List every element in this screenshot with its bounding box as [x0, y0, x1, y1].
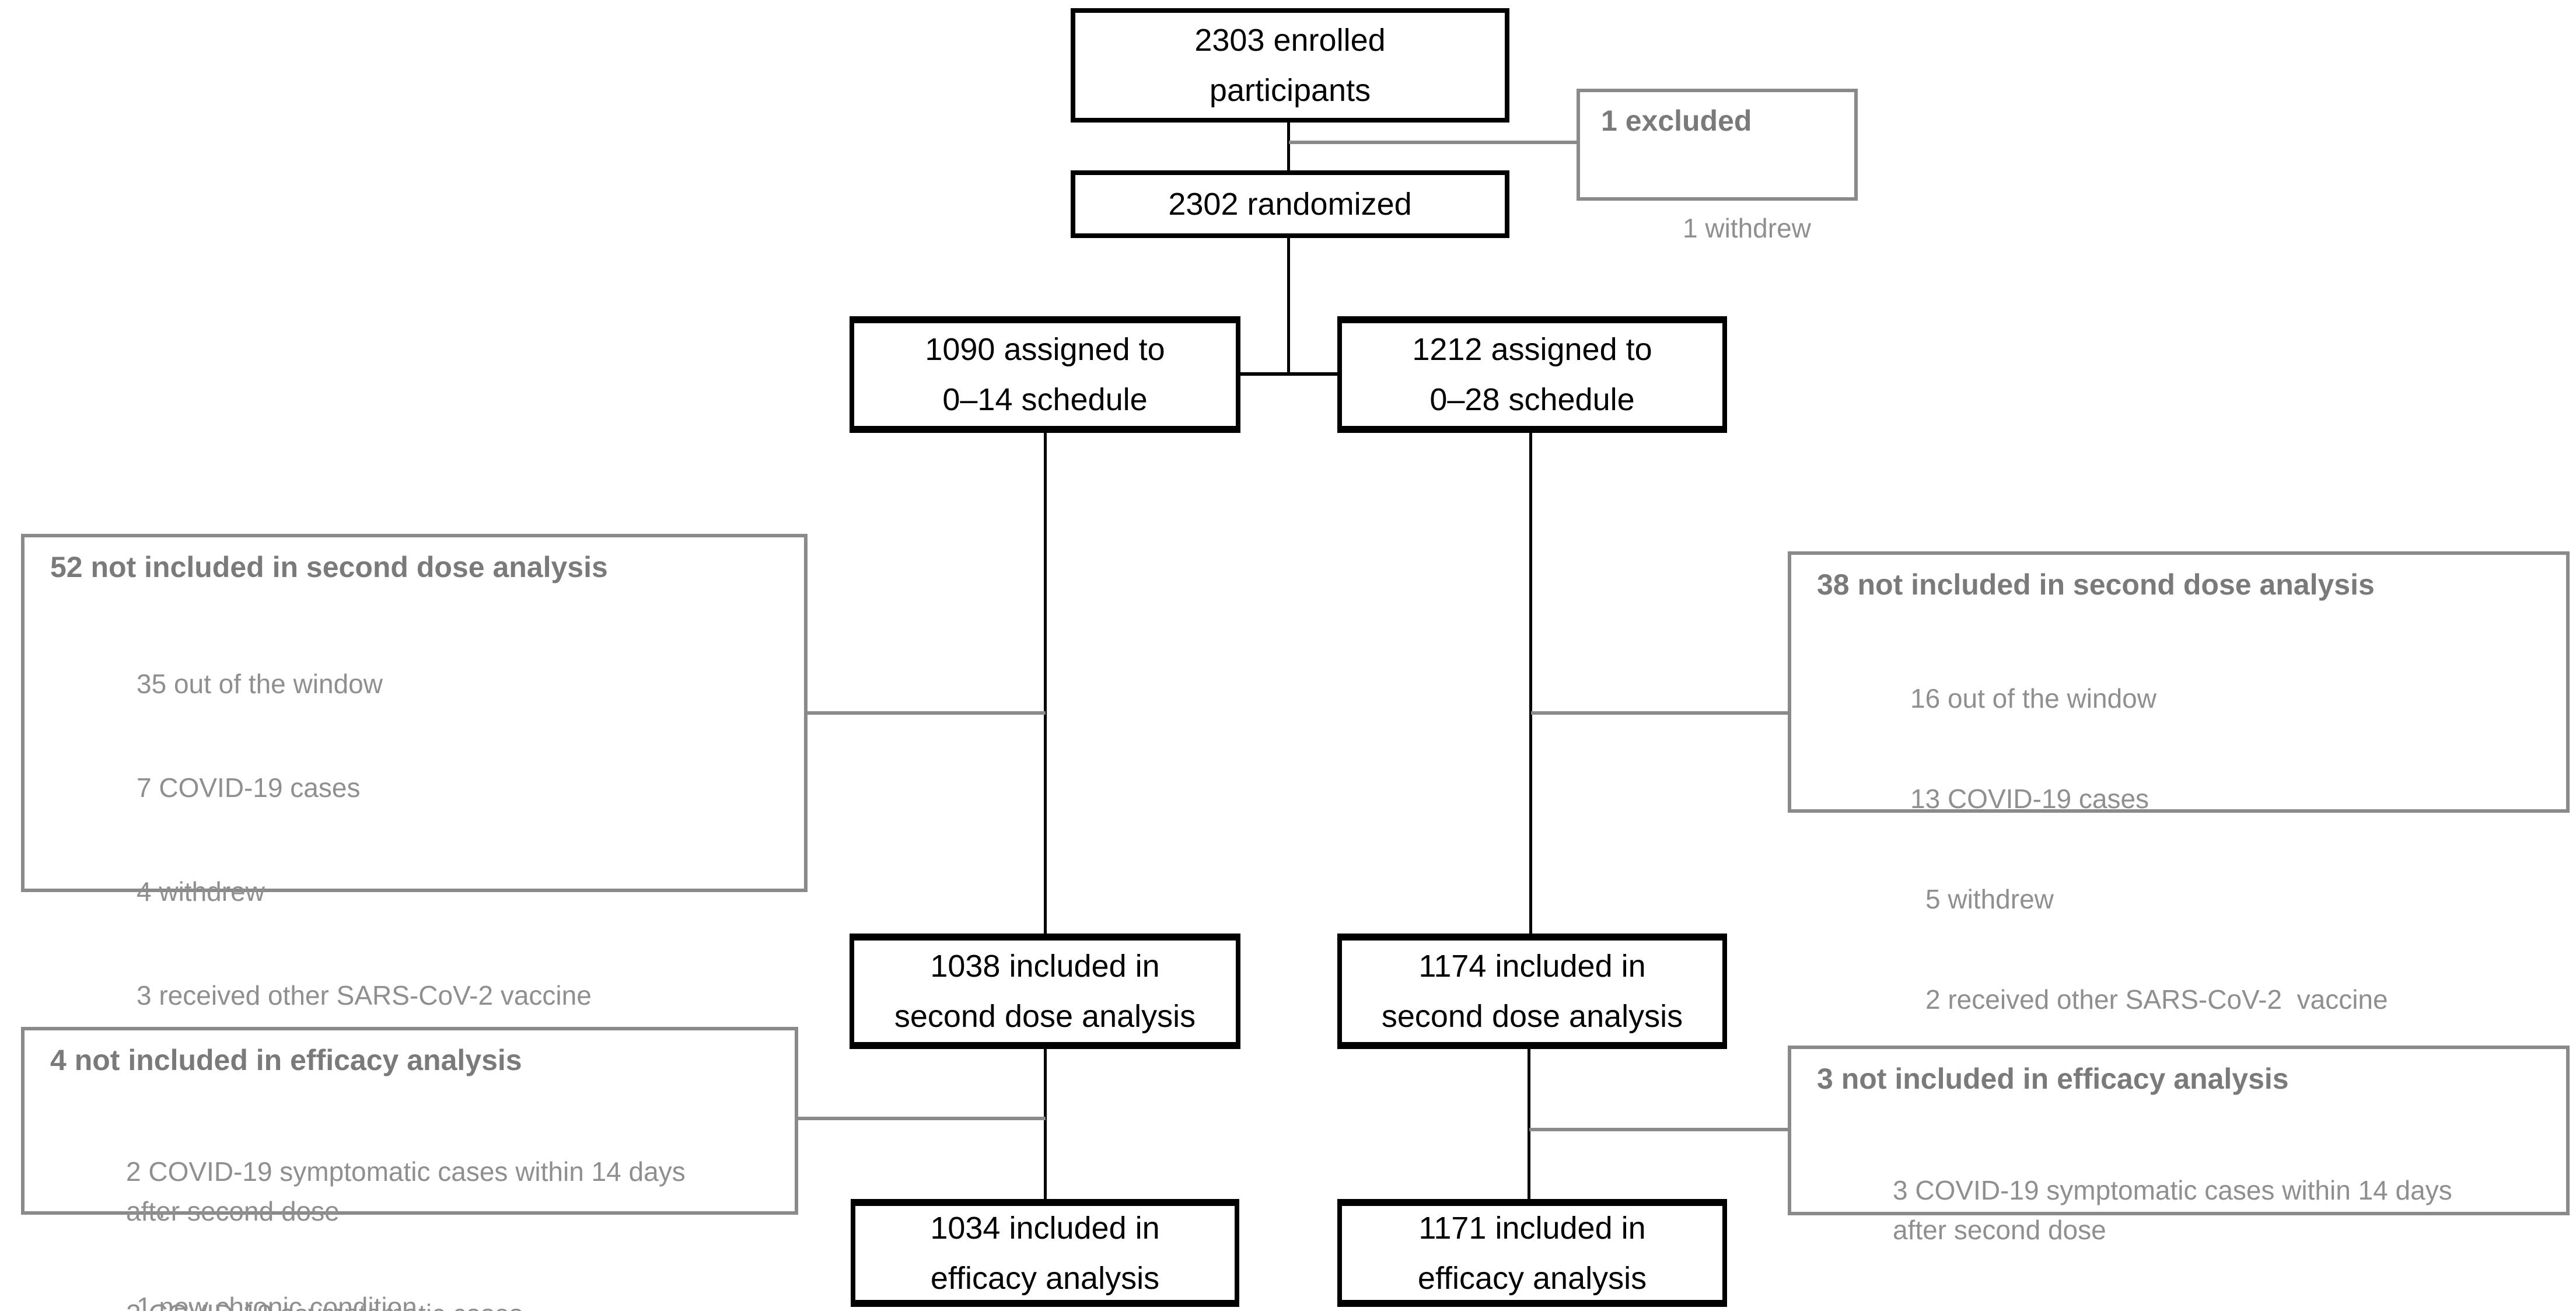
connector-to-not-second-dose28-box	[1531, 711, 1789, 715]
box-efficacy-0-28-text: 1171 included in efficacy analysis	[1417, 1210, 1647, 1296]
exclusion-item: 2 COVID-19 symptomatic cases within 14 d…	[126, 1156, 686, 1226]
not-second-dose-0-14-title: 52 not included in second dose analysis	[50, 551, 608, 583]
box-efficacy-0-28: 1171 included in efficacy analysis	[1337, 1199, 1727, 1307]
connector-dose14-to-efficacy14	[1044, 1047, 1047, 1200]
box-efficacy-0-14-text: 1034 included in efficacy analysis	[930, 1210, 1160, 1296]
box-excluded: 1 excluded 1 withdrew	[1577, 89, 1858, 243]
exclusion-item: 1 new chronic condition	[137, 1292, 417, 1311]
box-not-efficacy-0-14: 4 not included in efficacy analysis 2 CO…	[21, 1027, 798, 1311]
exclusion-item: 1 withdrew	[1683, 213, 1811, 243]
box-not-efficacy-0-28: 3 not included in efficacy analysis 3 CO…	[1788, 1046, 2570, 1245]
box-second-dose-0-14-text: 1038 included in second dose analysis	[894, 949, 1196, 1034]
box-assigned-0-28: 1212 assigned to 0–28 schedule	[1337, 316, 1727, 433]
not-efficacy-0-14-title: 4 not included in efficacy analysis	[50, 1044, 522, 1076]
box-randomized: 2302 randomized	[1071, 170, 1509, 238]
exclusion-item: 35 out of the window	[137, 669, 383, 699]
box-second-dose-0-28: 1174 included in second dose analysis	[1337, 934, 1727, 1049]
not-efficacy-0-14-items: 2 COVID-19 symptomatic cases within 14 d…	[50, 1089, 777, 1311]
box-not-second-dose-0-28: 38 not included in second dose analysis …	[1788, 551, 2570, 1115]
box-second-dose-0-14: 1038 included in second dose analysis	[850, 934, 1240, 1049]
box-assigned-0-14: 1090 assigned to 0–14 schedule	[850, 316, 1240, 433]
box-efficacy-0-14: 1034 included in efficacy analysis	[851, 1199, 1239, 1307]
exclusion-item: 7 COVID-19 cases	[137, 772, 361, 803]
excluded-items: 1 withdrew	[1601, 147, 1837, 309]
connector-to-not-efficacy14-box	[797, 1117, 1046, 1120]
excluded-title: 1 excluded	[1601, 104, 1752, 137]
box-enrolled-text: 2303 enrolled participants	[1194, 23, 1386, 108]
exclusion-item: 3 COVID-19 symptomatic cases within 14 d…	[1893, 1175, 2452, 1245]
exclusion-item: 13 COVID-19 cases	[1910, 784, 2149, 814]
box-assigned-0-28-text: 1212 assigned to 0–28 schedule	[1412, 332, 1652, 417]
connector-to-not-efficacy28-box	[1529, 1128, 1789, 1131]
exclusion-item: 2 COVID-19 asymptomatic cases	[126, 1294, 777, 1311]
connector-randomized-to-split	[1287, 236, 1290, 375]
box-not-second-dose-0-14: 52 not included in second dose analysis …	[21, 534, 808, 1311]
not-second-dose-0-28-title: 38 not included in second dose analysis	[1817, 568, 2375, 601]
exclusion-item: 4 withdrew	[137, 876, 265, 907]
connector-to-not-second-dose14-box	[805, 711, 1046, 715]
exclusion-item: 5 withdrew	[1925, 884, 2054, 914]
box-enrolled: 2303 enrolled participants	[1071, 8, 1509, 123]
connector-enrolled-to-randomized	[1287, 121, 1290, 172]
not-efficacy-0-28-items: 3 COVID-19 symptomatic cases within 14 d…	[1817, 1107, 2549, 1311]
box-assigned-0-14-text: 1090 assigned to 0–14 schedule	[925, 332, 1165, 417]
exclusion-item: 16 out of the window	[1910, 683, 2156, 714]
exclusion-item: 3 received other SARS-CoV-2 vaccine	[137, 980, 592, 1011]
box-randomized-text: 2302 randomized	[1168, 187, 1412, 222]
connector-assigned14-to-dose14	[1044, 432, 1047, 935]
exclusion-item: 2 received other SARS-CoV-2 vaccine	[1925, 984, 2388, 1015]
connector-dose28-to-efficacy28	[1528, 1047, 1530, 1200]
connector-split-bar	[1239, 372, 1338, 376]
not-second-dose-0-14-items: 35 out of the window 7 COVID-19 cases 4 …	[50, 600, 787, 1311]
connector-to-excluded-box	[1289, 141, 1577, 144]
connector-assigned28-to-dose28	[1529, 432, 1532, 935]
box-second-dose-0-28-text: 1174 included in second dose analysis	[1381, 949, 1683, 1034]
not-efficacy-0-28-title: 3 not included in efficacy analysis	[1817, 1062, 2289, 1095]
